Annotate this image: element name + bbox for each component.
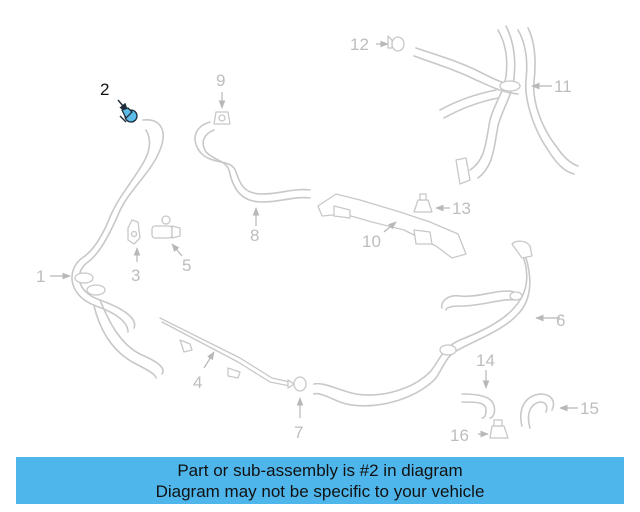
callout-14: 14: [476, 351, 495, 370]
callout-16: 16: [450, 426, 469, 445]
part-14-hose: [461, 370, 496, 419]
part-7-clamp: [287, 376, 307, 418]
callout-15: 15: [580, 399, 599, 418]
part-2-fitting: [117, 99, 138, 123]
callout-5: 5: [182, 256, 191, 275]
callout-1: 1: [36, 267, 45, 286]
callout-12: 12: [350, 35, 369, 54]
part-3-bracket: [127, 219, 141, 262]
part-8-hose: [194, 121, 311, 226]
callout-3: 3: [131, 266, 140, 285]
callout-13: 13: [452, 199, 471, 218]
callout-11: 11: [554, 77, 572, 96]
part-9-clip: [213, 92, 231, 125]
callout-6: 6: [556, 311, 565, 330]
part-1-hose: [71, 119, 164, 379]
banner-disclaimer-text: Diagram may not be specific to your vehi…: [155, 482, 485, 501]
part-6-hose: [313, 240, 560, 407]
info-banner: Part or sub-assembly is #2 in diagram Di…: [16, 457, 624, 504]
banner-part-text: Part or sub-assembly is #2 in diagram: [177, 461, 463, 480]
callout-9: 9: [216, 71, 225, 90]
part-15-hose: [520, 393, 578, 429]
parts-diagram: 1 2 3 4 5 6 7 8 9 10 11 12 13 14 15 16: [36, 25, 599, 445]
part-5-connector: [151, 215, 183, 257]
part-16-nut: [478, 419, 509, 439]
callout-7: 7: [294, 423, 303, 442]
part-4-pipe: [159, 317, 291, 387]
callout-10: 10: [362, 232, 381, 251]
callout-8: 8: [250, 226, 259, 245]
part-10-bracket: [317, 193, 467, 259]
callout-4: 4: [193, 373, 202, 392]
part-12-clamp: [376, 35, 405, 52]
part-13-nut: [413, 193, 450, 213]
callout-2: 2: [100, 80, 109, 99]
part-11-hose-assembly: [413, 25, 579, 185]
